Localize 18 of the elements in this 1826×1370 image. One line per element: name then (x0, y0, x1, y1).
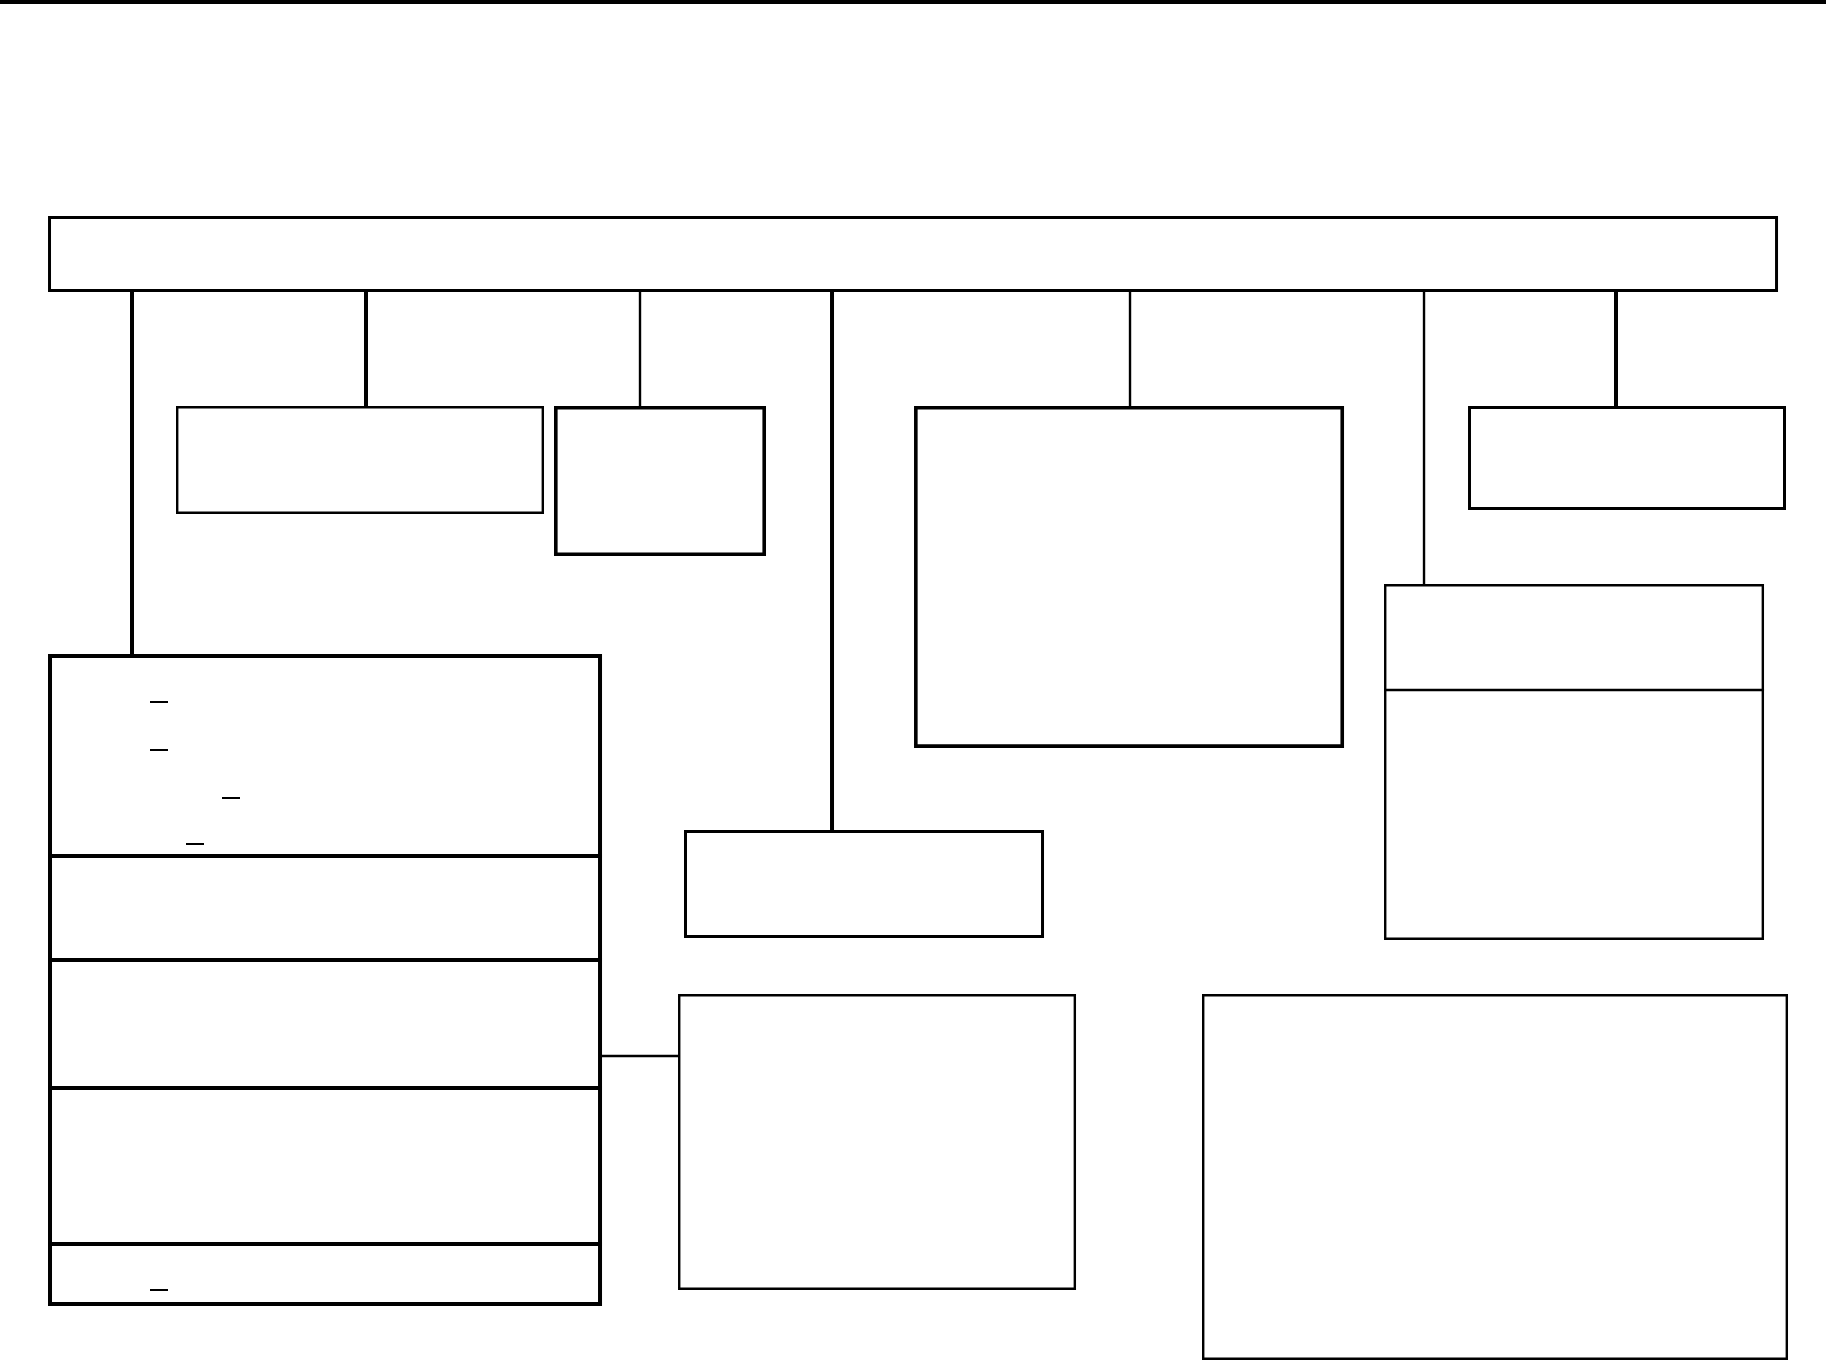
empty-box (554, 405, 766, 556)
connector-line (1614, 290, 1618, 408)
header-bar (48, 216, 1779, 292)
connector-line (638, 290, 642, 408)
connector-line (130, 290, 134, 656)
empty-box (176, 406, 544, 514)
divided-box (1384, 584, 1765, 940)
stacked-box (48, 654, 602, 1306)
empty-box (914, 405, 1345, 748)
empty-box (1468, 406, 1786, 510)
connector-line (1422, 290, 1426, 586)
connector-line (830, 290, 834, 832)
empty-box (1202, 993, 1788, 1360)
connector-line (600, 1054, 680, 1058)
connector-line (1128, 290, 1132, 408)
empty-box (684, 830, 1044, 938)
connector-line (364, 290, 368, 408)
empty-box (678, 994, 1077, 1290)
